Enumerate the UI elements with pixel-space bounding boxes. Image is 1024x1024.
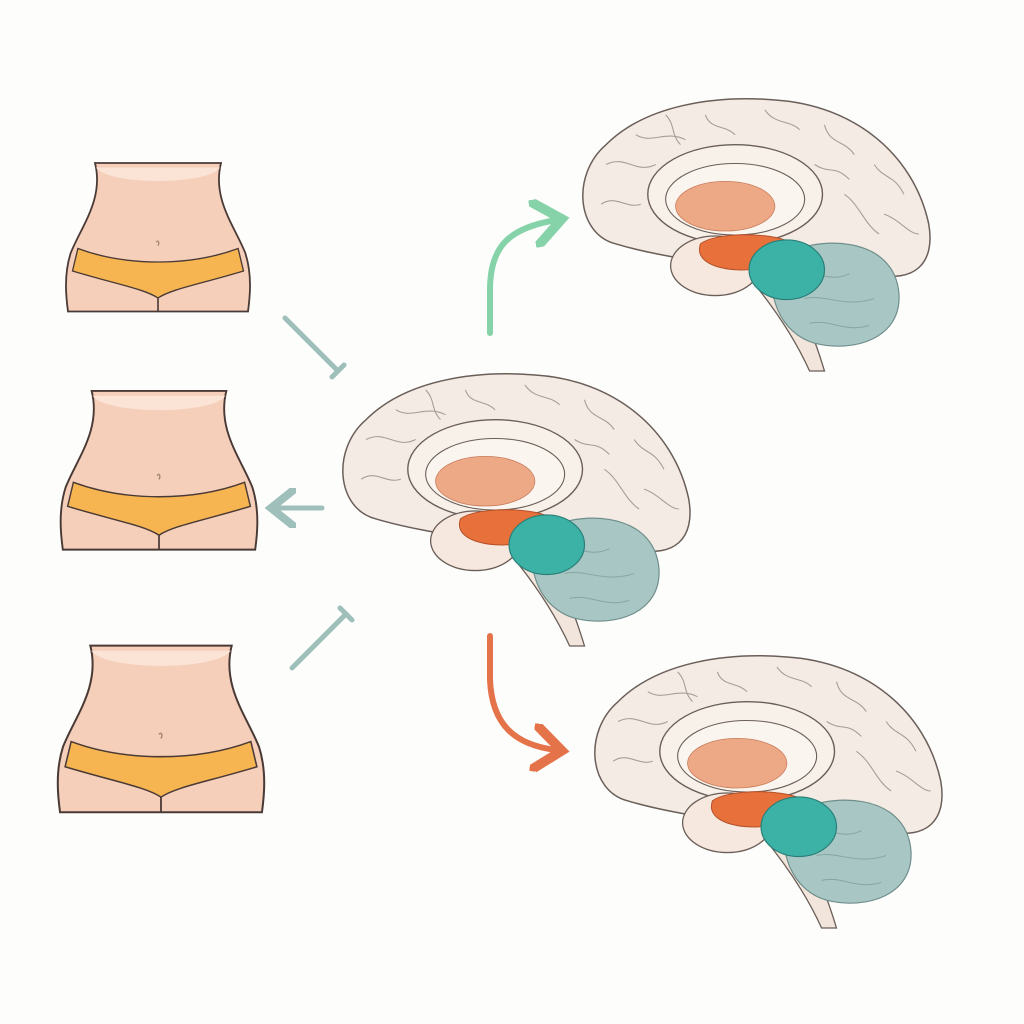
inhibit-arrow-top bbox=[282, 315, 347, 380]
arrow-down-orange bbox=[487, 633, 556, 750]
inhibit-arrow-bottom bbox=[289, 605, 355, 671]
torso-medium-icon bbox=[59, 389, 259, 551]
brain-center-icon bbox=[342, 373, 691, 647]
brain-top-icon bbox=[582, 98, 931, 372]
brain-bottom-icon bbox=[594, 655, 943, 929]
torso-small-icon bbox=[65, 162, 251, 313]
arrow-up-green bbox=[487, 220, 556, 336]
torso-large-icon bbox=[56, 644, 266, 814]
